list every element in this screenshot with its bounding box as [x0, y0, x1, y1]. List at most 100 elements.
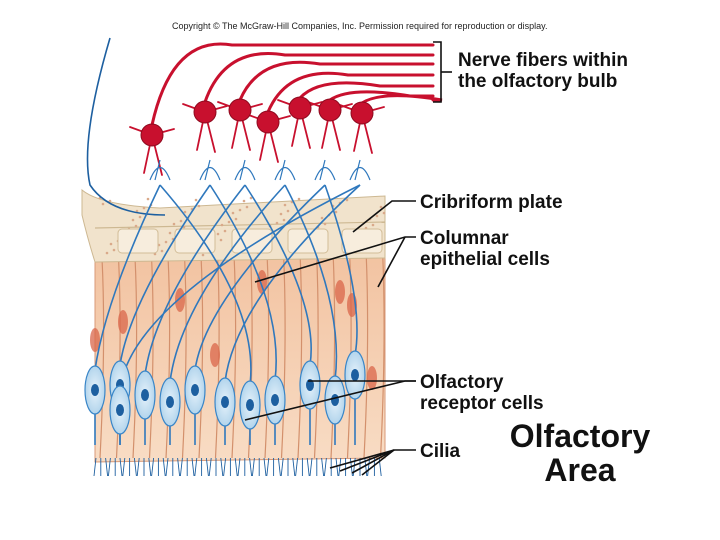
epithelial-nucleus	[335, 280, 345, 304]
cilium	[280, 457, 284, 477]
cilium	[338, 457, 342, 477]
bone-speck	[334, 210, 338, 214]
label-cilia: Cilia	[420, 441, 461, 462]
bone-speck	[279, 212, 283, 216]
label-receptor-line2: receptor cells	[420, 393, 544, 414]
bone-speck	[216, 232, 220, 236]
cilium	[105, 457, 109, 477]
receptor-nucleus	[221, 396, 229, 408]
receptor-axon	[244, 184, 312, 366]
cilium	[323, 457, 327, 477]
receptor-nucleus	[351, 369, 359, 381]
receptor-nucleus	[246, 399, 254, 411]
epithelial-cell-border	[297, 251, 303, 459]
bone-speck	[379, 205, 383, 209]
leader-lines	[244, 41, 452, 476]
receptor-nucleus	[306, 379, 314, 391]
receptor-nucleus	[166, 396, 174, 408]
bone-speck	[219, 238, 223, 242]
receptor-axon	[324, 184, 358, 356]
cilium	[179, 457, 183, 477]
label-cribriform-plate: Cribriform plate	[420, 192, 563, 213]
receptor-nucleus	[116, 404, 124, 416]
bone-speck	[282, 218, 286, 222]
bone-speck	[231, 211, 235, 215]
receptor-nucleus	[141, 389, 149, 401]
cilium	[263, 457, 267, 477]
epithelial-cell-border	[198, 254, 204, 459]
bone-speck	[382, 211, 386, 215]
epithelial-cell-border	[264, 252, 270, 459]
glomerulus-tuft	[274, 159, 296, 181]
bone-speck	[297, 197, 301, 201]
bone-speck	[223, 229, 227, 233]
receptor-nucleus	[271, 394, 279, 406]
cilium	[251, 457, 255, 477]
bone-speck	[101, 202, 105, 206]
cilium	[249, 457, 253, 477]
cilium	[367, 457, 371, 477]
bone-speck	[238, 208, 242, 212]
epithelial-nucleus	[257, 270, 267, 294]
leader-cilia-c	[351, 449, 395, 474]
neuron-soma	[256, 110, 280, 134]
neuron-soma	[288, 96, 312, 120]
bone-speck	[142, 206, 146, 210]
columnar-epithelium	[90, 247, 386, 463]
bone-speck	[135, 209, 139, 213]
bone-speck	[197, 204, 201, 208]
glomerulus-tuft	[199, 159, 221, 181]
receptor-nucleus	[191, 384, 199, 396]
epithelial-cell-border	[313, 251, 319, 459]
nerve-fiber	[266, 71, 435, 114]
bone-speck	[323, 222, 327, 226]
epithelial-cell-border	[330, 250, 336, 459]
cilium	[306, 457, 310, 477]
bone-speck	[108, 199, 112, 203]
bone-speck	[345, 198, 349, 202]
bone-speck	[160, 249, 164, 253]
bone-speck	[164, 240, 168, 244]
cilia	[93, 457, 382, 477]
receptor-axon	[209, 184, 277, 381]
bone-speck	[194, 198, 198, 202]
receptor-axon	[159, 184, 252, 386]
epithelial-cell-border	[379, 249, 385, 459]
cilium	[122, 457, 126, 477]
bone-speck	[109, 242, 113, 246]
glomerulus-tuft	[149, 159, 171, 181]
cilium	[321, 457, 325, 477]
cilium	[295, 457, 299, 477]
area-title-line1: Olfactory	[509, 418, 651, 454]
epithelial-cell-border	[280, 252, 286, 459]
label-nerve-fibers: Nerve fibers within the olfactory bulb	[458, 50, 628, 92]
leader-columnar-b	[377, 236, 406, 288]
bone-speck	[375, 214, 379, 218]
leader-receptor-b	[244, 380, 416, 421]
cilium	[93, 457, 97, 477]
bone-speck	[134, 224, 138, 228]
epithelial-cell-border	[165, 255, 171, 459]
cilium	[136, 457, 140, 477]
cilium	[292, 457, 296, 477]
receptor-axon	[284, 184, 338, 381]
bone-speck	[131, 218, 135, 222]
cilium	[165, 457, 169, 477]
neuron-soma	[140, 123, 164, 147]
cilium	[133, 457, 137, 477]
bracket-nerve-fibers	[433, 41, 442, 103]
cilium	[177, 457, 181, 477]
bone-speck	[105, 251, 109, 255]
bone-speck	[242, 199, 246, 203]
receptor-axon	[94, 184, 161, 371]
label-columnar-cells: Columnar epithelial cells	[420, 228, 550, 270]
nerve-fiber	[360, 94, 443, 105]
bone-speck	[234, 217, 238, 221]
cribriform-plate	[81, 188, 386, 263]
epithelial-cell-border	[99, 257, 105, 459]
receptor-nucleus	[91, 384, 99, 396]
leader-cilia-d	[361, 449, 395, 476]
cilium	[266, 457, 270, 477]
nerve-fiber	[150, 42, 435, 127]
cilium	[191, 457, 195, 477]
